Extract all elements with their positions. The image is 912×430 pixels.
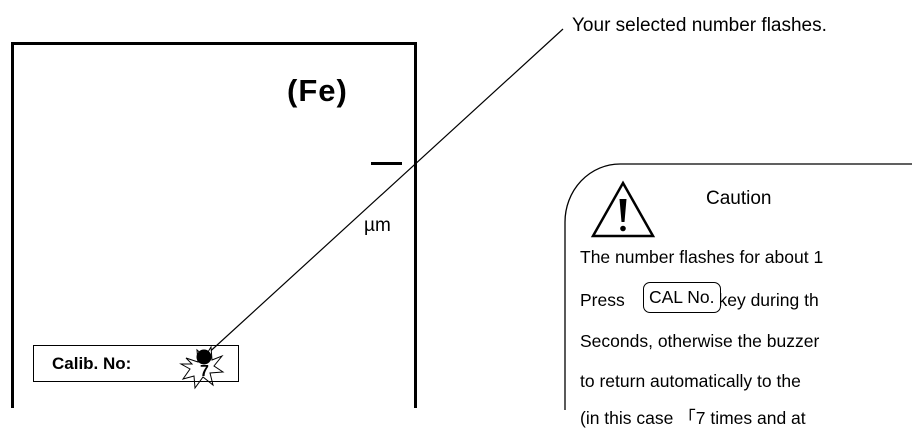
callout-text: Your selected number flashes.: [572, 15, 827, 36]
caution-title: Caution: [706, 188, 772, 209]
calib-box: [33, 345, 239, 382]
caution-line-5: (in this case 「7 times and at: [580, 408, 806, 428]
caution-line-2: Press key during th: [580, 290, 819, 311]
calib-label: Calib. No:: [52, 354, 132, 373]
caution-line-4: to return automatically to the: [580, 371, 801, 391]
caution-press-text: Press: [580, 290, 625, 310]
reading-dash: [371, 162, 402, 165]
diagram-lines: 7: [179, 28, 912, 410]
warning-triangle-icon: [590, 180, 656, 238]
diagram-canvas: 7 (Fe) — µm Calib. No: Your selected num…: [11, 15, 912, 428]
display-panel: [11, 42, 417, 408]
unit-label: µm: [364, 215, 391, 236]
material-label: (Fe): [287, 73, 348, 108]
caution-key-text: key during th: [718, 290, 819, 310]
callout-leader-line: [203, 28, 564, 358]
caution-line-1: The number flashes for about 1: [580, 247, 824, 267]
caution-line-3: Seconds, otherwise the buzzer: [580, 331, 820, 351]
calib-number: 7: [200, 363, 209, 380]
flash-dot: [196, 349, 212, 365]
cal-no-key: CAL No.: [643, 282, 721, 313]
caution-box-frame: [564, 163, 912, 410]
